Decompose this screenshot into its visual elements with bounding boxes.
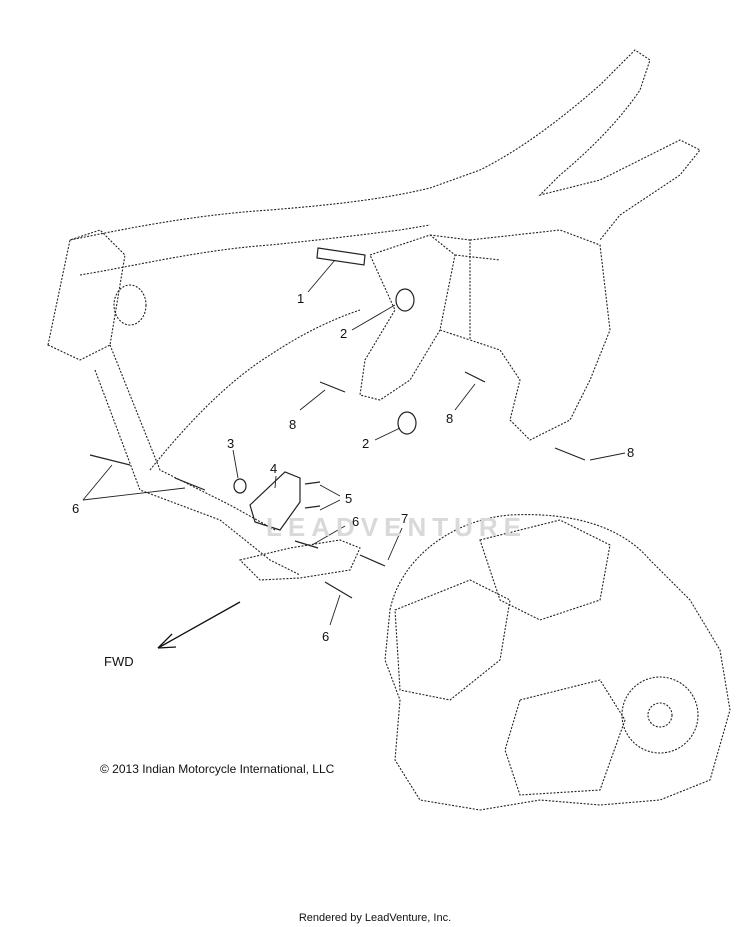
- leader-6a-1: [82, 464, 113, 501]
- leader-1: [307, 259, 336, 293]
- engine-primary-cover-center: [647, 702, 673, 728]
- callout-8-left: 8: [289, 417, 297, 432]
- part-2-spacer-lower: [397, 411, 417, 435]
- callout-4: 4: [270, 461, 278, 476]
- leader-8a: [299, 389, 326, 411]
- callout-8-middle: 8: [446, 411, 454, 426]
- frame-lower-rail: [149, 309, 361, 471]
- part-8-bolt-a: [319, 381, 346, 393]
- callout-7: 7: [401, 511, 409, 526]
- leader-3: [232, 449, 239, 479]
- leader-5b: [319, 499, 341, 511]
- engine-crankcase: [504, 679, 626, 796]
- part-8-bolt-c: [554, 447, 586, 461]
- engine-rear-cylinder: [479, 519, 611, 621]
- part-7-bolt: [359, 554, 386, 567]
- leader-7: [387, 527, 403, 561]
- part-2-spacer-upper: [395, 288, 415, 312]
- leader-5a: [319, 484, 341, 497]
- fwd-arrow: [157, 601, 241, 649]
- frame-steering-emblem: [113, 284, 147, 326]
- frame-top-tube: [69, 49, 701, 241]
- part-6-bolt-a: [89, 454, 206, 491]
- leader-8c: [589, 452, 626, 461]
- leader-8b: [454, 383, 476, 411]
- watermark: LEADVENTURE: [266, 512, 528, 542]
- part-6-bolt-c: [324, 581, 353, 599]
- callout-6-bottom: 6: [322, 629, 330, 644]
- callout-8-right: 8: [627, 445, 635, 460]
- frame-front-bracket: [238, 539, 361, 581]
- callout-2-upper: 2: [340, 326, 348, 341]
- callout-2-lower: 2: [362, 436, 370, 451]
- frame-cross-member: [429, 234, 501, 341]
- frame-rear-plate-right: [469, 229, 611, 441]
- part-8-bolt-b: [464, 371, 486, 383]
- callout-6-left: 6: [72, 501, 80, 516]
- engine-outline: [384, 514, 731, 811]
- engine-cylinder-head: [394, 579, 511, 701]
- frame-rear-plate-left: [359, 234, 456, 401]
- callout-5: 5: [345, 491, 353, 506]
- part-4-bracket: [249, 471, 301, 531]
- leader-2b: [374, 427, 401, 441]
- callout-6-middle: 6: [352, 514, 360, 529]
- frame-down-tube: [94, 344, 301, 576]
- leader-6c: [329, 594, 341, 626]
- fwd-label: FWD: [104, 654, 134, 669]
- frame-steering-head: [47, 229, 126, 361]
- copyright-notice: © 2013 Indian Motorcycle International, …: [100, 762, 335, 776]
- callout-1: 1: [297, 291, 305, 306]
- leader-6b: [311, 525, 346, 546]
- leader-2a: [351, 304, 396, 331]
- frame-top-tube-lower: [79, 224, 431, 276]
- part-3-spacer: [233, 478, 247, 494]
- part-1-through-bolt: [316, 247, 366, 266]
- callout-3: 3: [227, 436, 235, 451]
- part-6-bolt-b: [294, 540, 319, 549]
- rendered-by-footer: Rendered by LeadVenture, Inc.: [298, 912, 452, 924]
- leader-4: [274, 475, 277, 489]
- leader-6a-2: [82, 487, 186, 501]
- engine-primary-cover: [621, 676, 699, 754]
- part-5-bolts: [304, 481, 321, 509]
